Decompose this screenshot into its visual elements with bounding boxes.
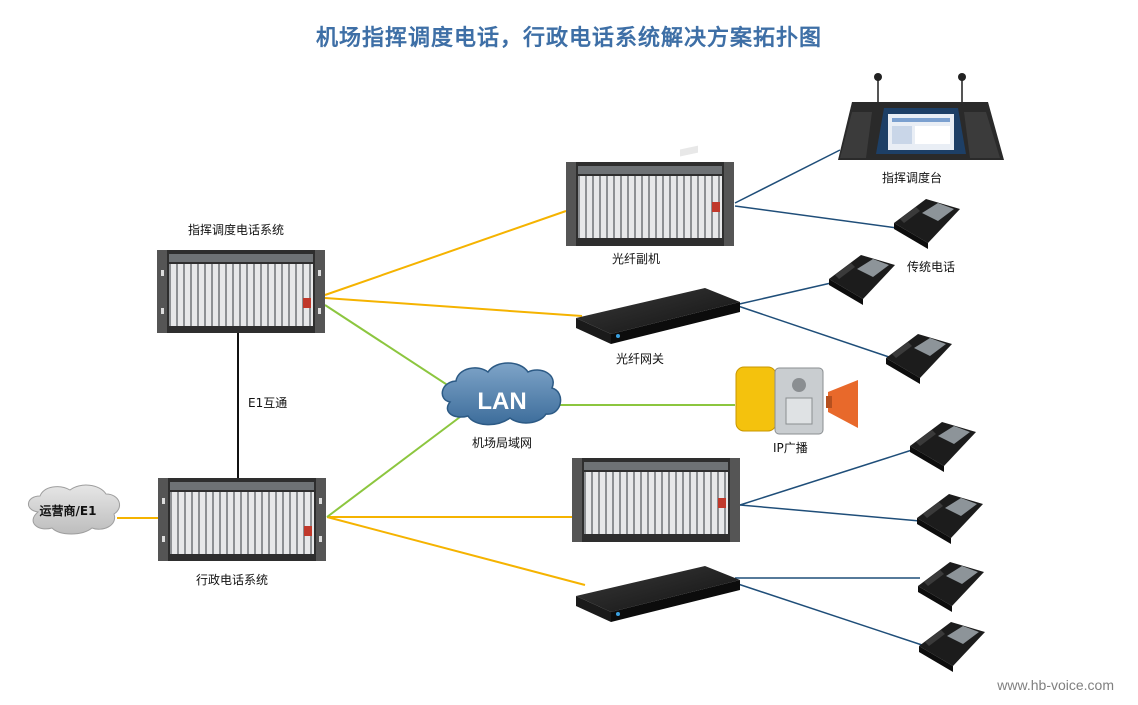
phone-icon bbox=[894, 199, 960, 249]
lan-cloud-text: LAN bbox=[477, 388, 526, 415]
connection-lines bbox=[117, 149, 923, 646]
phone-icon bbox=[886, 334, 952, 384]
admin-system-label: 行政电话系统 bbox=[196, 573, 269, 587]
lan-link bbox=[324, 304, 453, 389]
watermark: www.hb-voice.com bbox=[997, 677, 1114, 693]
carrier-cloud-icon bbox=[28, 484, 121, 535]
interconnect-label: E1互通 bbox=[248, 396, 288, 410]
ip-broadcast-device bbox=[735, 366, 858, 435]
dispatch-system-rack bbox=[157, 250, 325, 333]
carrier-label: 运营商/E1 bbox=[40, 503, 97, 518]
phone-icon bbox=[829, 255, 895, 305]
fiber-sub-rack bbox=[566, 162, 734, 246]
phone-icon bbox=[918, 562, 984, 612]
lan-link bbox=[326, 416, 461, 518]
phone-icon bbox=[910, 422, 976, 472]
phone-link bbox=[734, 282, 832, 306]
lan-cloud-icon bbox=[441, 362, 562, 426]
dispatch-system-label: 指挥调度电话系统 bbox=[188, 223, 285, 237]
admin-sub-rack bbox=[572, 458, 740, 542]
fiber-link bbox=[324, 210, 567, 296]
admin-system-rack bbox=[158, 478, 326, 561]
phone-link bbox=[734, 304, 890, 358]
phone-link bbox=[734, 582, 923, 646]
phone-link bbox=[739, 504, 921, 522]
fiber-sub-label: 光纤副机 bbox=[612, 252, 661, 266]
fiber-gateway-device bbox=[576, 145, 740, 344]
page-title: 机场指挥调度电话，行政电话系统解决方案拓扑图 bbox=[315, 26, 822, 51]
traditional-phone-label: 传统电话 bbox=[907, 260, 956, 274]
dispatch-console-device bbox=[838, 73, 1004, 160]
lan-label: 机场局域网 bbox=[472, 436, 533, 450]
fiber-gateway-label: 光纤网关 bbox=[616, 352, 665, 366]
console-label: 指挥调度台 bbox=[882, 171, 943, 185]
phone-link bbox=[739, 449, 913, 506]
phone-link bbox=[734, 205, 898, 229]
phone-icon bbox=[917, 494, 983, 544]
ip-broadcast-label: IP广播 bbox=[773, 441, 808, 455]
fiber-link bbox=[324, 297, 583, 317]
admin-gateway-device bbox=[576, 566, 740, 622]
phone-link bbox=[734, 149, 841, 204]
fiber-link bbox=[326, 516, 586, 586]
phone-icon bbox=[919, 622, 985, 672]
